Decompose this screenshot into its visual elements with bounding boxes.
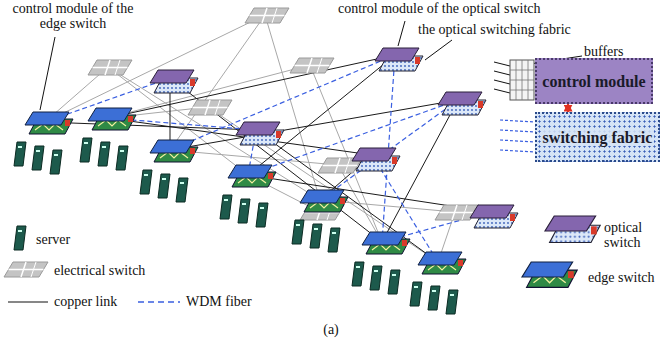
switching-fabric-box: switching fabric: [535, 112, 660, 162]
annotation-label: the optical switching fabric: [418, 22, 571, 37]
legend-label: WDM fiber: [186, 294, 252, 309]
control-module-box: control module: [535, 58, 653, 104]
box-label: control module: [542, 73, 645, 90]
figure-caption: (a): [0, 322, 662, 337]
legend-label: edge switch: [588, 270, 654, 285]
legend-label: electrical switch: [54, 263, 145, 278]
box-label: switching fabric: [541, 129, 655, 146]
annotation-label: control module of the optical switch: [338, 1, 541, 16]
control-link-arrow: [567, 104, 569, 112]
annotation-label: control module of the edge switch: [2, 1, 144, 31]
annotation-label: buffers: [584, 44, 623, 59]
legend-label: optical switch: [604, 220, 656, 250]
legend-label: server: [36, 232, 70, 247]
legend-label: copper link: [54, 294, 117, 309]
